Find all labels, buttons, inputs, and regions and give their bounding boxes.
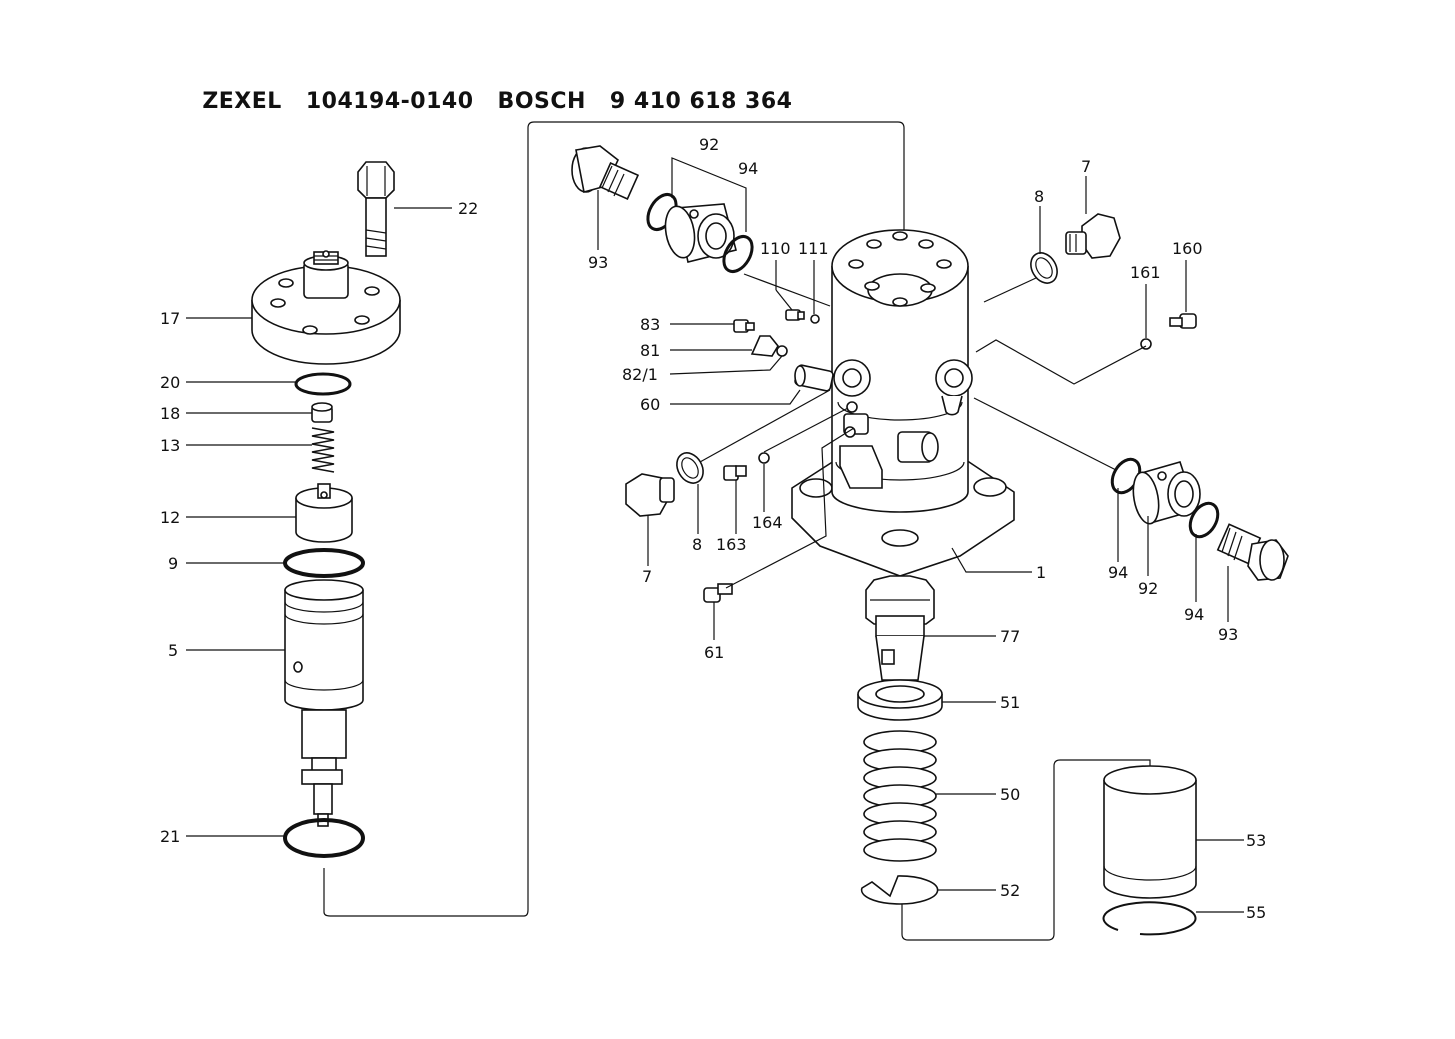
flange-17 [251,250,401,365]
banjo-92-left [664,203,737,263]
screw-61 [703,583,733,603]
screw-83 [733,319,755,333]
label-51: 51 [1000,693,1020,712]
banjo-bolt-93-left [571,145,640,201]
plug-7-right [1065,213,1121,259]
label-160: 160 [1172,239,1203,258]
bosch-part-number: 9 410 618 364 [609,89,793,114]
screw-160 [1169,313,1197,329]
label-50: 50 [1000,785,1020,804]
banjo-bolt-93-right [1216,523,1289,581]
banjo-92-right [1132,461,1201,525]
label-164: 164 [752,513,783,532]
washer-8-right [1030,252,1058,284]
label-1: 1 [1036,563,1046,582]
label-93-left: 93 [588,253,608,272]
holder-12 [295,483,353,543]
label-18: 18 [160,404,180,423]
washer-94-right-b [1188,501,1220,539]
clip-81 [750,335,779,357]
label-22: 22 [458,199,478,218]
barrel-5 [284,579,364,827]
o-ring-9 [283,548,365,578]
assembly-path-line-lower [901,759,1151,941]
label-8-bottom: 8 [692,535,702,554]
brand-zexel: ZEXEL [202,89,282,114]
snap-ring-55 [1102,901,1197,936]
assembly-path-line [323,121,905,917]
label-7-top: 7 [1081,157,1091,176]
label-94-left: 94 [738,159,758,178]
washer-111 [810,314,820,324]
label-82-1: 82/1 [622,365,658,384]
label-93-right: 93 [1218,625,1238,644]
label-9: 9 [168,554,178,573]
label-8-top: 8 [1034,187,1044,206]
label-55: 55 [1246,903,1266,922]
label-110: 110 [760,239,791,258]
control-sleeve-77 [865,575,935,681]
label-77: 77 [1000,627,1020,646]
washer-164 [758,452,770,464]
label-92-left: 92 [699,135,719,154]
washer-82-1 [776,345,788,357]
label-161: 161 [1130,263,1161,282]
label-20: 20 [160,373,180,392]
o-ring-21 [283,818,365,858]
part-labels: 22 17 20 18 13 12 9 5 21 92 94 93 110 11… [160,135,1266,922]
label-83: 83 [640,315,660,334]
diagram-title: ZEXEL 104194-0140 BOSCH 9 410 618 364 [186,64,816,114]
label-12: 12 [160,508,180,527]
washer-94-left-b [722,234,754,274]
label-60: 60 [640,395,660,414]
label-163: 163 [716,535,747,554]
label-21: 21 [160,827,180,846]
label-61: 61 [704,643,724,662]
screw-110 [785,309,805,321]
brand-bosch: BOSCH [497,89,586,114]
washer-8-left [676,452,704,484]
label-81: 81 [640,341,660,360]
pin-60 [794,364,834,392]
label-52: 52 [1000,881,1020,900]
zexel-part-number: 104194-0140 [305,89,474,114]
tappet-53 [1103,765,1197,899]
o-ring-20 [294,372,352,396]
leader-lines [186,176,1244,913]
label-92-right: 92 [1138,579,1158,598]
plug-7-left [625,473,675,517]
screw-163 [723,465,747,481]
label-111: 111 [798,239,829,258]
label-94-right-a: 94 [1108,563,1128,582]
spring-13 [311,427,335,473]
spring-50 [863,730,937,862]
label-53: 53 [1246,831,1266,850]
spring-seat-52 [860,875,939,905]
label-13: 13 [160,436,180,455]
label-7-bottom: 7 [642,567,652,586]
spring-seat-51 [857,679,943,721]
label-5: 5 [168,641,178,660]
bolt-22 [357,161,395,257]
label-17: 17 [160,309,180,328]
label-94-right-b: 94 [1184,605,1204,624]
valve-18 [311,402,333,423]
pump-housing-1 [791,229,1015,577]
washer-161 [1140,338,1152,350]
